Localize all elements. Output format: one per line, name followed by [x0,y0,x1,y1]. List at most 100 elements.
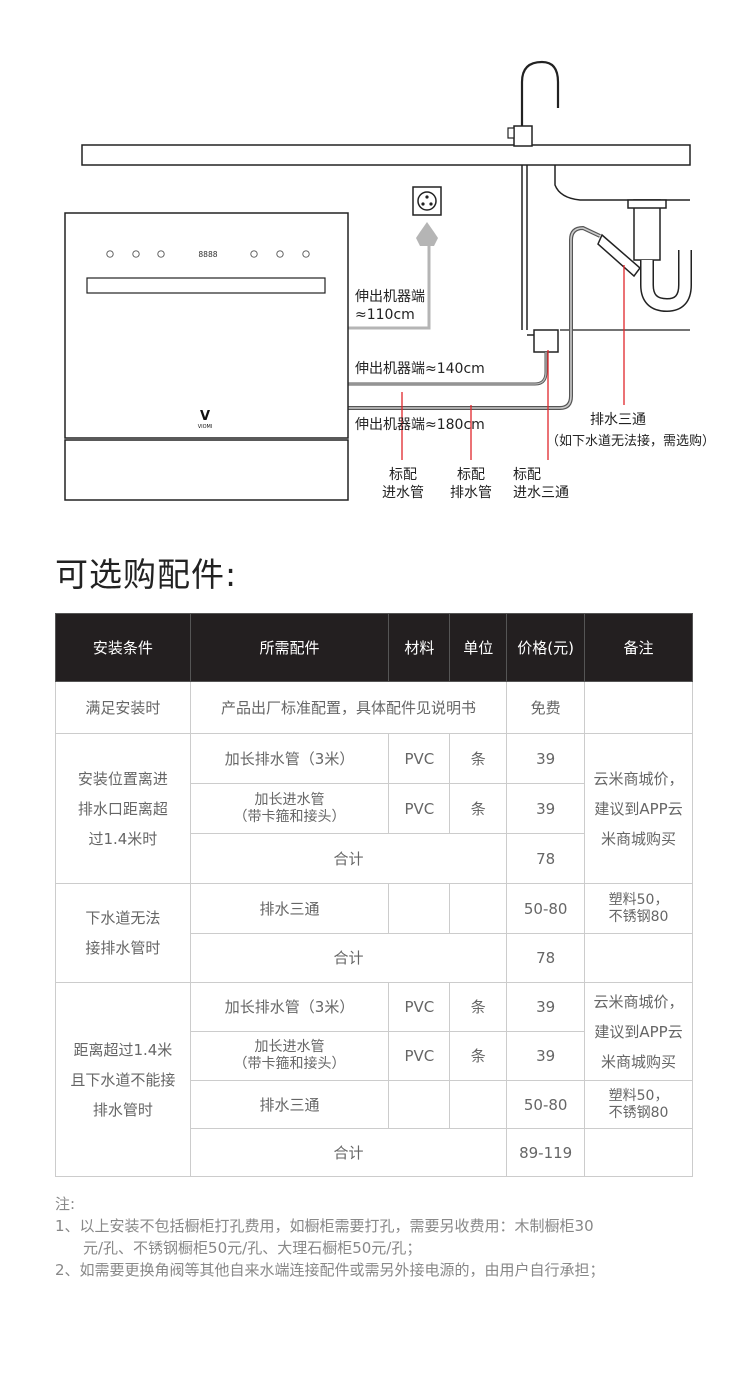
control-panel [106,250,310,258]
condition-line: 排水管时 [92,1100,153,1119]
section-title: 可选购配件: [55,555,238,594]
parts-line: 加长进水管 [254,1039,325,1055]
condition-line: 距离超过1.4米 [73,1040,173,1059]
parts-line: （带卡箍和接头） [233,808,346,825]
total-price-cell: 78 [506,833,586,884]
parts-cell: 排水三通 [189,883,390,934]
condition-cell: 距离超过1.4米 且下水道不能接 排水管时 [55,982,191,1177]
drain-tee-label: 排水三通 [590,412,646,428]
std-inlet-label: 标配 进水管 [378,466,428,502]
table-row: 加长进水管 （带卡箍和接头） PVC 条 39 [56,783,693,834]
note-cell [584,681,693,734]
note-cell [584,1128,693,1177]
parts-cell: 加长进水管 （带卡箍和接头） [189,1031,390,1081]
total-price-cell: 89-119 [506,1128,586,1177]
note-1-line-1: 1、以上安装不包括橱柜打孔费用，如橱柜需要打孔，需要另收费用：木制橱柜30 [55,1217,594,1235]
display-digits: 8888 [198,250,217,259]
parts-line: （带卡箍和接头） [233,1056,346,1072]
brand-text: VIOMI [198,424,213,430]
drain-pipe [633,199,661,261]
brand-logo: V [200,409,210,424]
condition-cell: 满足安装时 [55,681,191,734]
std-tee-label: 标配 进水三通 [513,466,569,502]
note-cell: 云米商城价， 建议到APP云 米商城购买 [584,733,693,884]
power-cord [348,246,431,330]
condition-line: 且下水道不能接 [70,1070,176,1089]
condition-line: 下水道无法 [85,909,161,927]
plug-icon [416,222,438,246]
condition-line: 接排水管时 [85,939,161,957]
header-condition: 安装条件 [55,613,191,682]
note-line: 云米商城价， [593,769,684,788]
parts-cell: 产品出厂标准配置，具体配件见说明书 [189,681,508,734]
std-drain-label: 标配 排水管 [446,466,496,502]
total-label-cell: 合计 [189,933,508,983]
unit-cell [449,883,508,934]
table-row: 满足安装时 产品出厂标准配置，具体配件见说明书 免费 [55,681,693,734]
power-cord-label: 伸出机器端 ≈110cm [355,288,425,324]
material-cell: PVC [388,733,451,784]
unit-cell: 条 [449,783,508,834]
std-inlet-label-line2: 进水管 [382,485,424,501]
std-drain-label-line2: 排水管 [450,485,492,501]
note-1-line-2: 元/孔、不锈钢橱柜50元/孔、大理石橱柜50元/孔； [83,1239,422,1257]
note-line: 不锈钢80 [608,908,669,925]
table-row: 加长进水管 （带卡箍和接头） PVC 条 39 [56,1031,693,1081]
note-line: 不锈钢80 [608,1104,669,1121]
dishwasher-body [64,212,349,439]
accessories-table: 安装条件 所需配件 材料 单位 价格(元) 备注 满足安装时 产品出厂标准配置，… [55,613,693,1177]
note-cell: 云米商城价， 建议到APP云 米商城购买 [584,982,693,1081]
condition-cell: 下水道无法 接排水管时 [55,883,191,983]
price-cell: 50-80 [506,883,586,934]
material-cell [388,1080,451,1129]
drain-tee-icon [597,233,642,278]
condition-line: 排水口距离超 [77,799,168,818]
faucet-icon [520,60,560,140]
unit-cell: 条 [449,733,508,784]
price-cell: 39 [506,982,586,1032]
price-cell: 50-80 [506,1080,586,1129]
parts-cell: 加长进水管 （带卡箍和接头） [189,783,390,834]
note-line: 建议到APP云 [594,799,683,818]
note-cell: 塑料50， 不锈钢80 [584,883,693,934]
note-line: 米商城购买 [601,1052,677,1071]
note-line: 建议到APP云 [594,1022,683,1041]
countertop [81,144,691,166]
note-cell: 塑料50， 不锈钢80 [584,1080,693,1129]
material-cell: PVC [388,1031,451,1081]
table-row: 距离超过1.4米 且下水道不能接 排水管时 加长排水管（3米） PVC 条 39… [55,982,693,1177]
std-inlet-label-line1: 标配 [389,467,417,483]
notes-title: 注: [55,1195,76,1213]
note-line: 米商城购买 [601,829,677,848]
sink-basin [554,165,690,201]
table-header-row: 安装条件 所需配件 材料 单位 价格(元) 备注 [55,613,693,682]
material-cell: PVC [388,783,451,834]
header-price: 价格(元) [506,613,586,682]
price-cell: 39 [506,783,586,834]
condition-cell: 安装位置离进 排水口距离超 过1.4米时 [55,733,191,884]
price-cell: 免费 [506,681,586,734]
total-price-cell: 78 [506,933,586,983]
power-cord-label-line1: 伸出机器端 [355,289,425,305]
table-row: 下水道无法 接排水管时 排水三通 50-80 塑料50， 不锈钢80 [55,883,693,983]
note-2: 2、如需要更换角阀等其他自来水端连接配件或需另外接电源的，由用户自行承担； [55,1261,605,1279]
parts-cell: 排水三通 [189,1080,390,1129]
header-parts: 所需配件 [189,613,390,682]
parts-cell: 加长排水管（3米） [189,982,390,1032]
unit-cell: 条 [449,982,508,1032]
unit-cell: 条 [449,1031,508,1081]
std-tee-label-line2: 进水三通 [513,485,569,501]
power-cord-label-line2: ≈110cm [355,307,415,323]
total-label-cell: 合计 [189,833,508,884]
parts-line: 加长进水管 [254,791,325,808]
table-row: 合计 89-119 [56,1128,693,1177]
header-material: 材料 [388,613,451,682]
condition-line: 安装位置离进 [77,769,168,788]
drain-hose-label: 伸出机器端≈180cm [355,417,485,433]
parts-cell: 加长排水管（3米） [189,733,390,784]
table-row: 合计 78 [56,833,693,884]
installation-diagram: 8888 V VIOMI [64,60,692,501]
price-cell: 39 [506,1031,586,1081]
inlet-hose-label: 伸出机器端≈140cm [355,361,485,377]
header-unit: 单位 [449,613,508,682]
